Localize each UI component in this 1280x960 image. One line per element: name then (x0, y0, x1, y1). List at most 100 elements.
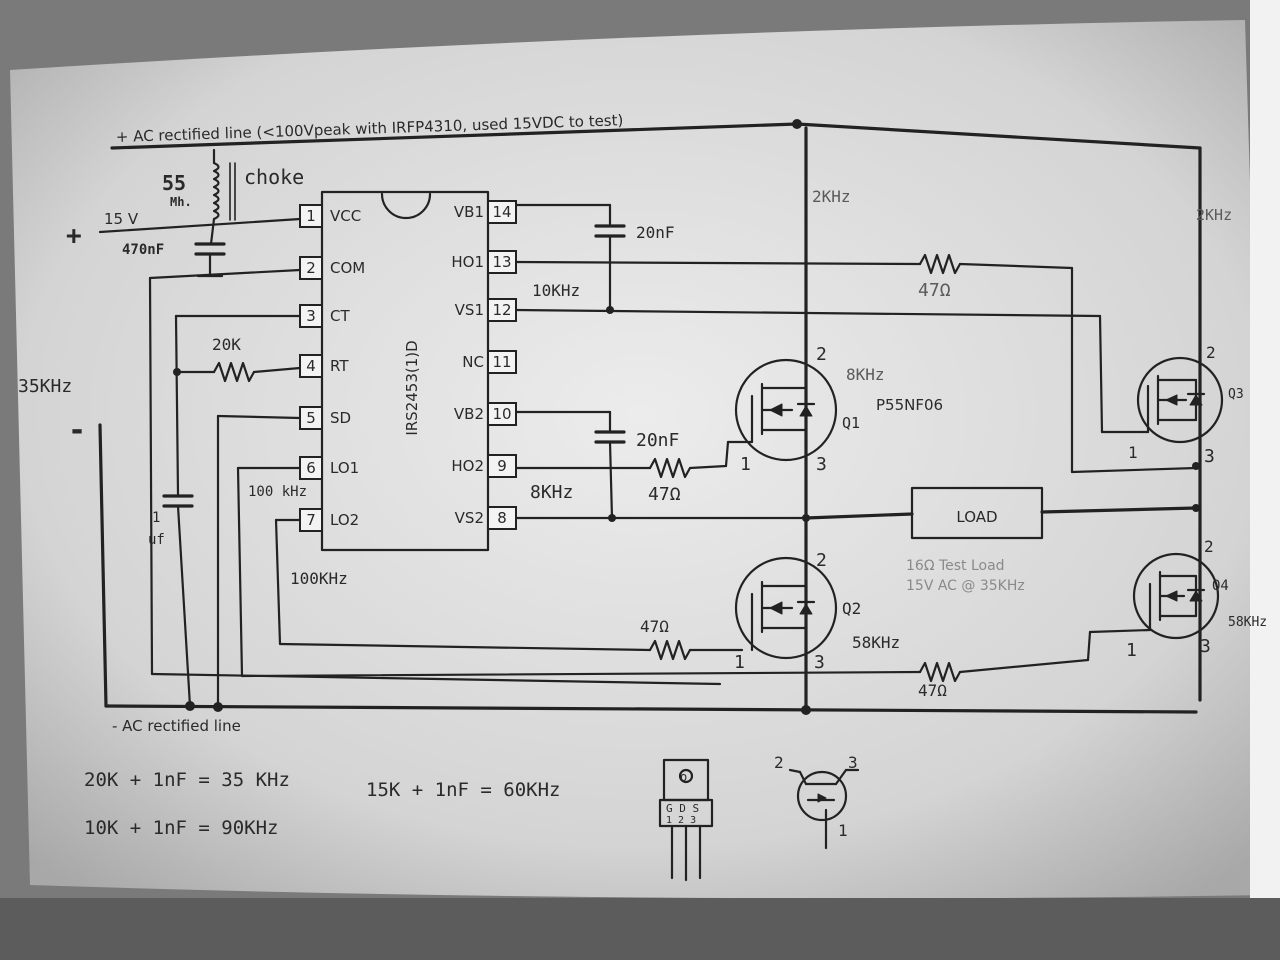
ho1-to-q3-bottom (1070, 466, 1198, 474)
top-rail (110, 122, 799, 150)
sd-line (216, 414, 302, 420)
vs2-junction (608, 514, 616, 522)
cap-470-label: 470nF (122, 242, 164, 258)
mosfet-part: P55NF06 (876, 396, 943, 414)
gate-res-q4: 47Ω (918, 681, 947, 700)
q2-name: Q2 (842, 599, 861, 618)
pin-label-ho1: HO1 (451, 253, 484, 271)
minus-rail (98, 423, 108, 708)
rt-resistor (212, 361, 256, 383)
freq-ho2: 8KHz (530, 482, 573, 503)
boot-cap-2: 20nF (636, 430, 679, 451)
load-left-wire (804, 512, 914, 520)
pin-label-ho2: HO2 (451, 457, 484, 475)
choke-coil (212, 161, 220, 221)
q4-gate-pin: 1 (1126, 640, 1137, 661)
mosfet-q3 (1136, 356, 1224, 444)
pin-box-right-9 (487, 454, 517, 478)
com-line (148, 268, 302, 280)
minus-sign: - (68, 413, 86, 448)
q1-gate-resistor (648, 457, 692, 479)
freq-q2-gate: 58KHz (852, 633, 900, 652)
ho1-line-2 (958, 262, 1074, 270)
q4-gate-wire-3 (1088, 628, 1152, 634)
mosfet-symbol-key (788, 768, 860, 850)
q4-drain-pin: 2 (1204, 537, 1214, 556)
pin-box-left-1 (299, 204, 323, 228)
q2-gate-pin: 1 (734, 652, 745, 673)
pin-number-10: 10 (492, 405, 511, 423)
pin-number-14: 14 (492, 203, 511, 221)
key-source: 3 (848, 753, 858, 772)
q3-gate-resistor (918, 253, 962, 275)
pin-label-rt: RT (330, 357, 349, 375)
pin-number-1: 1 (306, 207, 316, 225)
pin-number-6: 6 (306, 459, 316, 477)
q4-name: Q4 (1212, 578, 1229, 594)
pin-number-12: 12 (492, 301, 511, 319)
pin-label-vs1: VS1 (455, 301, 484, 319)
key-gate: 1 (838, 821, 848, 840)
pin-box-right-14 (487, 200, 517, 224)
pin-number-4: 4 (306, 357, 316, 375)
freq-left: 35KHz (18, 376, 72, 397)
pin-box-right-8 (487, 506, 517, 530)
freq-lo2-pin: 100 kHz (248, 484, 307, 500)
pin-label-sd: SD (330, 409, 351, 427)
package-tab: o (680, 770, 687, 784)
pin-box-left-3 (299, 304, 323, 328)
freq-lo2-below: 100KHz (290, 569, 348, 588)
freq-q1-drain: 8KHz (846, 365, 885, 384)
paper-sheet (10, 20, 1272, 899)
q1-source-pin: 3 (816, 454, 827, 475)
ho1-line (513, 260, 922, 266)
pin-box-left-5 (299, 406, 323, 430)
pin-label-lo2: LO2 (330, 511, 359, 529)
formula-3: 15K + 1nF = 60KHz (366, 779, 560, 801)
top-rail-right (795, 122, 1202, 150)
test-load-line2: 15V AC @ 35KHz (906, 578, 1025, 594)
pin-label-ct: CT (330, 307, 350, 325)
ct-drop (174, 314, 180, 496)
pin-box-right-13 (487, 250, 517, 274)
choke-value: 55 (162, 171, 186, 195)
mosfet-q2 (734, 556, 838, 660)
supply-plus: + (66, 221, 82, 251)
freq-q4-right: 58KHz (1228, 615, 1267, 630)
q1-name: Q1 (842, 414, 860, 432)
pin-box-left-6 (299, 456, 323, 480)
q4-gate-resistor (918, 661, 962, 683)
pin-label-vs2: VS2 (455, 509, 484, 527)
pin-box-right-10 (487, 402, 517, 426)
ho2-up (724, 440, 730, 468)
pin-number-8: 8 (497, 509, 507, 527)
gate-res-q2: 47Ω (640, 617, 669, 636)
pin-number-7: 7 (306, 511, 316, 529)
q3-name: Q3 (1228, 387, 1244, 402)
pin-label-lo1: LO1 (330, 459, 359, 477)
freq-ho1: 10KHz (532, 281, 580, 300)
freq-center-top: 2KHz (812, 187, 851, 206)
bottom-rail (104, 704, 1198, 714)
schematic (98, 119, 1224, 882)
mosfet-q1 (734, 358, 838, 462)
pin-number-3: 3 (306, 307, 316, 325)
formula-2: 10K + 1nF = 90KHz (84, 817, 278, 839)
pin-number-2: 2 (306, 259, 316, 277)
vs1-junction (606, 306, 614, 314)
choke-label: choke (244, 165, 304, 189)
junction-bottom (801, 705, 811, 715)
q3-gate-pin: 1 (1128, 443, 1138, 462)
key-drain: 2 (774, 753, 784, 772)
pin-box-left-4 (299, 354, 323, 378)
q4-source-pin: 3 (1200, 636, 1211, 657)
q1-gate-pin: 1 (740, 454, 751, 475)
mosfet-q4 (1132, 552, 1220, 640)
vcc-supply-line (98, 217, 302, 234)
ct-cap-value: 1 (152, 510, 160, 526)
rt-res-label: 20K (212, 335, 241, 354)
q2-source-pin: 3 (814, 652, 825, 673)
test-load-line1: 16Ω Test Load (906, 558, 1005, 574)
pin-number-5: 5 (306, 409, 316, 427)
